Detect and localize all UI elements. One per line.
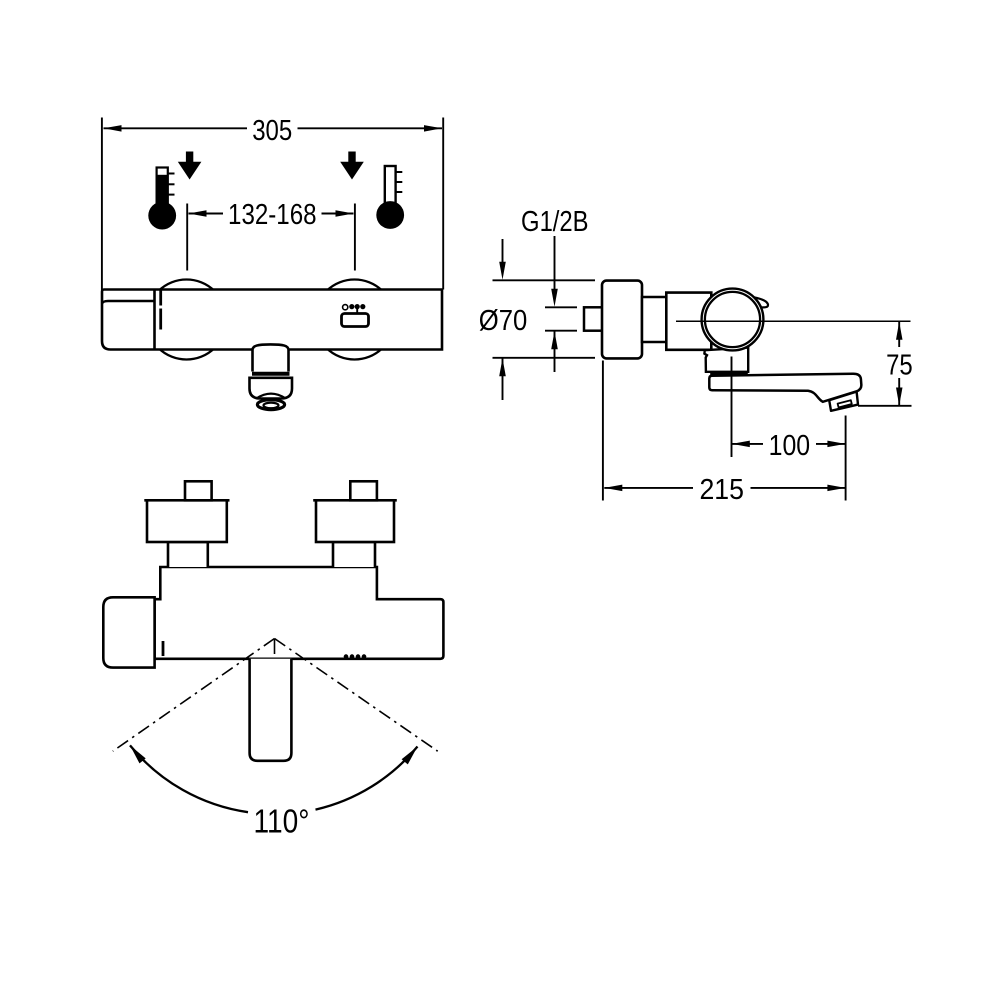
- svg-text:Ø70: Ø70: [479, 305, 528, 337]
- svg-text:75: 75: [886, 350, 913, 382]
- svg-text:G1/2B: G1/2B: [521, 206, 589, 238]
- svg-text:110°: 110°: [254, 803, 310, 840]
- svg-text:215: 215: [699, 474, 744, 506]
- svg-text:132-168: 132-168: [228, 199, 317, 231]
- svg-text:305: 305: [252, 115, 292, 147]
- svg-text:100: 100: [769, 430, 811, 462]
